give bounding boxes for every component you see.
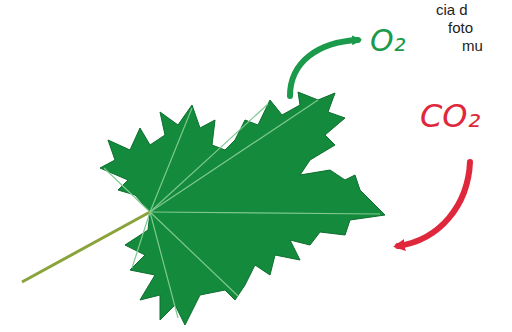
oxygen-arrow — [290, 40, 358, 96]
maple-leaf — [100, 92, 385, 325]
cut-text: foto — [448, 20, 473, 35]
gas-label: CO₂ — [420, 100, 480, 132]
gas-label: O₂ — [370, 26, 406, 56]
cut-text: mu — [462, 38, 483, 53]
cut-text: cia d — [436, 2, 468, 17]
leaf-veins — [104, 100, 380, 318]
carbon-dioxide-arrow — [398, 162, 470, 246]
